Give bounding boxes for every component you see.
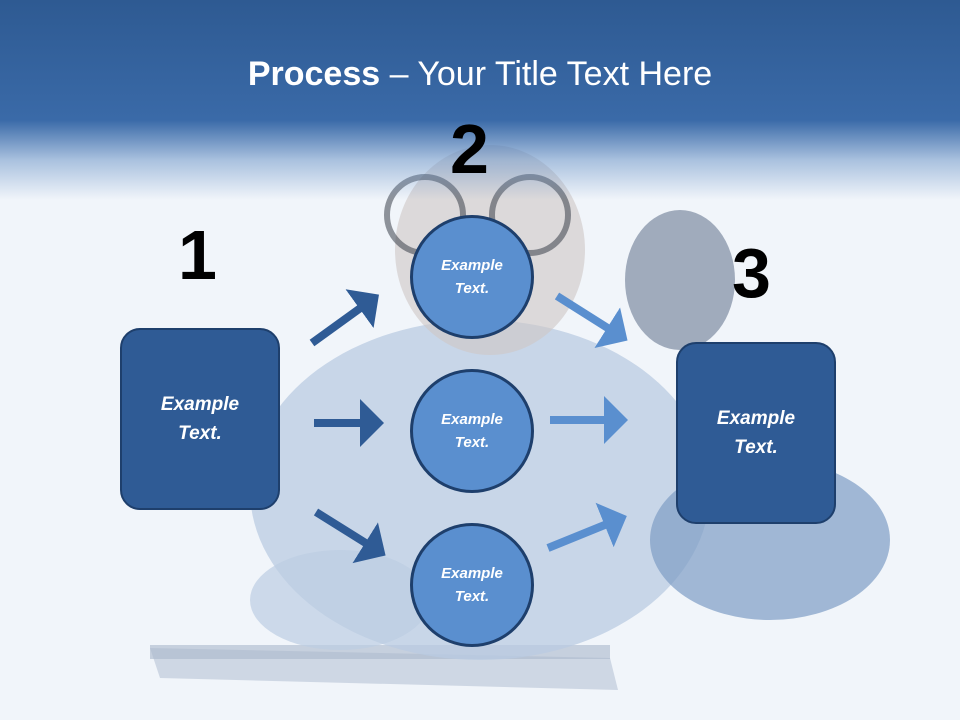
arrow-from-circle-top — [554, 292, 628, 349]
slide-title: Process – Your Title Text Here — [0, 55, 960, 94]
circle-middle-text: Example Text. — [441, 411, 503, 451]
step-1-box: Example Text. — [120, 328, 280, 510]
step-3-text: Example Text. — [716, 408, 796, 458]
circle-bottom: Example Text. — [410, 523, 534, 647]
arrow-to-circle-top — [309, 289, 379, 347]
circle-top: Example Text. — [410, 215, 534, 339]
circle-middle: Example Text. — [410, 369, 534, 493]
title-rest: – Your Title Text Here — [380, 55, 713, 93]
step-number-1: 1 — [178, 216, 217, 294]
arrow-from-circle-bottom — [546, 502, 627, 552]
header-band — [0, 0, 960, 200]
step-3-box: Example Text. — [676, 342, 836, 524]
circle-top-text: Example Text. — [441, 257, 503, 297]
step-number-2: 2 — [450, 110, 489, 188]
circle-bottom-text: Example Text. — [441, 565, 503, 605]
arrow-to-circle-bottom — [313, 508, 386, 564]
step-number-3: 3 — [732, 234, 771, 312]
title-bold: Process — [247, 55, 381, 93]
step-1-text: Example Text. — [160, 394, 240, 444]
